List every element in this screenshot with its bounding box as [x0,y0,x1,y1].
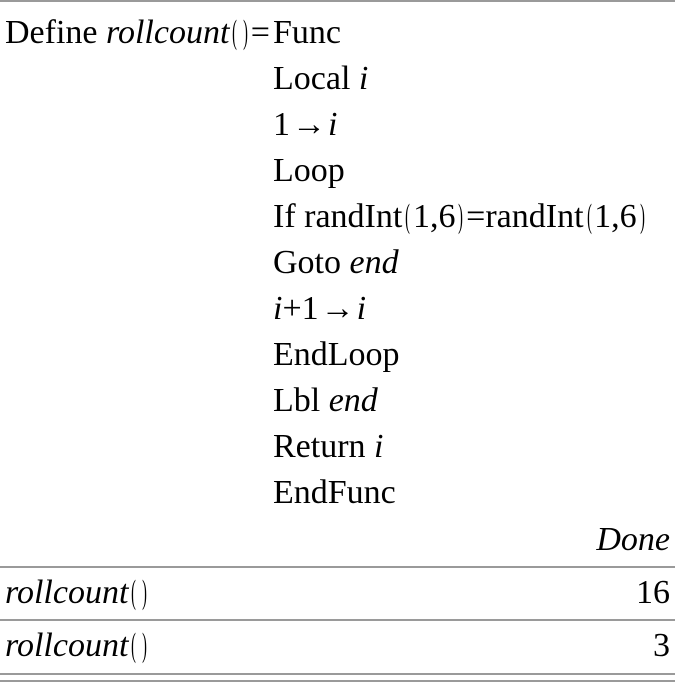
code-line-return[interactable]: Return i [0,424,675,470]
open-paren-icon: ( [131,627,136,664]
history-entry-row-2[interactable]: rollcount() 3 [0,621,675,674]
randint-args-2: (1,6) [584,194,648,240]
program-listing[interactable]: Define rollcount()= Func Local i 1→i Loo… [0,10,675,516]
init-value: 1 [273,106,290,143]
program-name: rollcount [106,14,230,51]
return-keyword: Return [273,428,375,465]
open-paren-icon: ( [232,14,238,51]
history-entry-row-1[interactable]: rollcount() 16 [0,568,675,621]
entry-function-name: rollcount [5,574,129,611]
randint-args-1: (1,6) [402,194,466,240]
define-equals: = [250,14,270,51]
store-arrow-icon: → [320,290,355,327]
close-paren-icon: ) [142,627,147,664]
init-variable: i [328,106,338,143]
empty-arg-parens: () [229,10,250,56]
code-line-endfunc[interactable]: EndFunc [0,470,675,516]
endloop-keyword: EndLoop [273,336,400,373]
increment-variable-right: i [356,290,367,327]
code-line-if[interactable]: If randInt(1,6)=randInt(1,6) [0,194,675,240]
entry-result-2: 3 [653,627,670,664]
define-keyword: Define [5,14,98,51]
goto-label: end [349,244,399,281]
local-keyword: Local [273,60,359,97]
randint-keyword-2: randInt [485,198,584,235]
code-line-goto-text: Goto end [273,240,399,286]
empty-arg-parens: () [128,568,149,618]
store-arrow-icon: → [292,106,326,143]
code-line-goto[interactable]: Goto end [0,240,675,286]
code-line-init-text: 1→i [273,102,337,148]
code-line-local[interactable]: Local i [0,56,675,102]
local-variable: i [358,60,369,97]
separator-rule-2 [0,619,675,621]
increment-amount: +1 [282,290,319,327]
close-paren-icon: ) [142,574,147,611]
open-paren-icon: ( [586,198,592,235]
entry-expression-1[interactable]: rollcount() [5,568,150,618]
code-line-init[interactable]: 1→i [0,102,675,148]
if-keyword-randint: If randInt [273,198,403,235]
open-paren-icon: ( [405,198,410,235]
increment-variable-left: i [273,290,283,327]
entry-result-1: 16 [636,574,670,611]
entry-function-name: rollcount [5,627,129,664]
if-equals: = [466,198,486,235]
func-keyword: Func [273,14,341,51]
code-line-if-text: If randInt(1,6)=randInt(1,6) [273,194,647,240]
goto-keyword: Goto [273,244,350,281]
empty-arg-parens: () [128,621,149,671]
close-paren-icon: ) [243,14,248,51]
code-line-define[interactable]: Define rollcount()= Func [0,10,675,56]
define-statement: Define rollcount()= [5,10,270,56]
code-line-lbl[interactable]: Lbl end [0,378,675,424]
randint-args-1-value: 1,6 [412,198,456,235]
code-line-increment-text: i+1→i [273,286,366,332]
separator-rule-3 [0,673,675,675]
code-line-lbl-text: Lbl end [273,378,378,424]
close-paren-icon: ) [458,198,464,235]
code-line-return-text: Return i [273,424,384,470]
separator-rule-top [0,0,675,2]
define-result-done: Done [596,521,670,558]
separator-rule-bottom [0,680,675,682]
randint-args-2-value: 1,6 [594,198,637,235]
code-line-increment[interactable]: i+1→i [0,286,675,332]
close-paren-icon: ) [639,198,645,235]
open-paren-icon: ( [131,574,136,611]
endfunc-keyword: EndFunc [273,474,396,511]
code-line-endloop[interactable]: EndLoop [0,332,675,378]
entry-expression-2[interactable]: rollcount() [5,621,150,671]
loop-keyword: Loop [273,152,345,189]
code-line-loop[interactable]: Loop [0,148,675,194]
separator-rule-1 [0,566,675,568]
return-variable: i [374,428,384,465]
lbl-keyword: Lbl [273,382,329,419]
code-line-local-text: Local i [273,56,368,102]
lbl-label: end [328,382,378,419]
